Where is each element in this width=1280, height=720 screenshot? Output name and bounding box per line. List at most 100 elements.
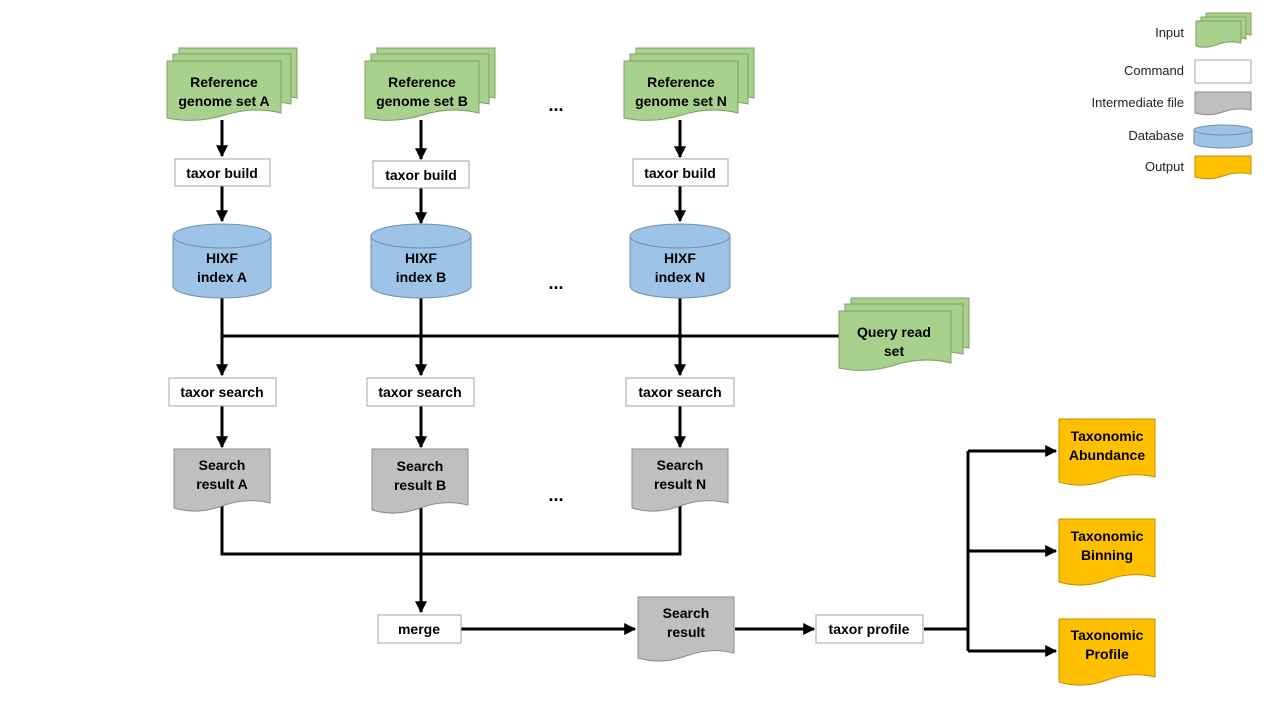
legend-item-input: Input bbox=[1155, 12, 1252, 48]
legend-swatch-command bbox=[1194, 59, 1252, 84]
node-label-line1: Search bbox=[199, 457, 246, 473]
node-label-line1: Reference bbox=[647, 74, 715, 90]
legend-label: Input bbox=[1155, 25, 1184, 40]
document-shape bbox=[1058, 418, 1156, 486]
node-label-line2: result A bbox=[196, 476, 248, 492]
node-label-line2: genome set N bbox=[635, 93, 727, 109]
database-hixf-index-n: HIXF index N bbox=[629, 223, 731, 299]
input-reference-genome-set-b: Reference genome set B bbox=[364, 47, 496, 121]
input-stack-front bbox=[623, 60, 739, 121]
node-label-line2: index N bbox=[655, 269, 706, 285]
command-label: taxor build bbox=[186, 165, 258, 181]
legend-item-output: Output bbox=[1145, 155, 1252, 180]
node-label-line2: Profile bbox=[1085, 646, 1129, 662]
command-taxor-search-b: taxor search bbox=[366, 377, 475, 407]
input-query-read-set: Query read set bbox=[838, 297, 970, 371]
node-label-line1: HIXF bbox=[206, 250, 238, 266]
command-box bbox=[174, 158, 271, 187]
edge-results-merge-bus bbox=[220, 505, 682, 556]
ellipsis-results: ... bbox=[548, 485, 563, 505]
node-label-line2: index B bbox=[396, 269, 447, 285]
intermediate-search-result-merged: Search result bbox=[637, 596, 735, 662]
node-label-line2: result N bbox=[654, 476, 706, 492]
command-box bbox=[168, 377, 277, 407]
intermediate-search-result-a: Search result A bbox=[173, 448, 271, 512]
node-label-line2: genome set A bbox=[178, 93, 269, 109]
command-taxor-build-n: taxor build bbox=[632, 158, 729, 187]
command-taxor-profile: taxor profile bbox=[815, 614, 924, 644]
input-stack-front bbox=[838, 310, 952, 371]
database-hixf-index-b: HIXF index B bbox=[370, 223, 472, 299]
command-box bbox=[366, 377, 475, 407]
cylinder-body bbox=[172, 236, 272, 299]
legend-label: Intermediate file bbox=[1092, 95, 1185, 110]
cylinder-top bbox=[370, 223, 472, 249]
intermediate-search-result-n: Search result N bbox=[631, 448, 729, 512]
output-taxonomic-abundance: Taxonomic Abundance bbox=[1058, 418, 1156, 486]
legend: Input Command Intermediate file Database… bbox=[1092, 12, 1253, 180]
intermediate-search-result-b: Search result B bbox=[371, 448, 469, 514]
input-stack-front bbox=[364, 60, 480, 121]
document-shape bbox=[631, 448, 729, 512]
node-label-line1: Search bbox=[397, 458, 444, 474]
node-label-line1: Taxonomic bbox=[1071, 627, 1144, 643]
node-label-line1: Search bbox=[663, 605, 710, 621]
ellipsis-references: ... bbox=[548, 95, 563, 115]
legend-swatch-intermediate bbox=[1194, 91, 1252, 116]
cylinder-body bbox=[370, 236, 472, 299]
legend-item-command: Command bbox=[1124, 59, 1252, 84]
swatch-front bbox=[1195, 20, 1242, 48]
command-taxor-build-a: taxor build bbox=[174, 158, 271, 187]
document-shape bbox=[637, 596, 735, 662]
node-label-line2: genome set B bbox=[376, 93, 468, 109]
legend-label: Output bbox=[1145, 159, 1184, 174]
node-label-line2: index A bbox=[197, 269, 247, 285]
document-shape bbox=[1058, 618, 1156, 686]
edge-profile-branch bbox=[924, 451, 970, 631]
command-taxor-build-b: taxor build bbox=[372, 160, 470, 189]
node-label-line1: Search bbox=[657, 457, 704, 473]
command-label: taxor search bbox=[180, 384, 263, 400]
legend-label: Database bbox=[1128, 128, 1184, 143]
legend-item-intermediate: Intermediate file bbox=[1092, 91, 1252, 116]
node-label-line2: Abundance bbox=[1069, 447, 1145, 463]
output-taxonomic-binning: Taxonomic Binning bbox=[1058, 518, 1156, 586]
legend-swatch-output bbox=[1194, 155, 1252, 180]
node-label-line1: HIXF bbox=[405, 250, 437, 266]
legend-item-database: Database bbox=[1128, 124, 1253, 149]
node-label-line1: Reference bbox=[190, 74, 258, 90]
edges bbox=[216, 120, 1058, 657]
legend-label: Command bbox=[1124, 63, 1184, 78]
ellipsis-indexes: ... bbox=[548, 273, 563, 293]
node-label-line1: Taxonomic bbox=[1071, 528, 1144, 544]
command-box bbox=[632, 158, 729, 187]
command-label: taxor search bbox=[638, 384, 721, 400]
command-box bbox=[377, 614, 462, 644]
command-label: taxor profile bbox=[829, 621, 910, 637]
node-label-line2: Binning bbox=[1081, 547, 1133, 563]
cylinder-top bbox=[629, 223, 731, 249]
command-merge: merge bbox=[377, 614, 462, 644]
node-label-line2: set bbox=[884, 343, 905, 359]
input-reference-genome-set-a: Reference genome set A bbox=[166, 47, 298, 121]
command-label: taxor build bbox=[644, 165, 716, 181]
command-box bbox=[815, 614, 924, 644]
input-reference-genome-set-n: Reference genome set N bbox=[623, 47, 755, 121]
legend-swatch-input bbox=[1195, 12, 1252, 48]
command-taxor-search-a: taxor search bbox=[168, 377, 277, 407]
node-label-line1: HIXF bbox=[664, 250, 696, 266]
node-label-line2: result B bbox=[394, 477, 446, 493]
node-label-line1: Query read bbox=[857, 324, 931, 340]
command-label: taxor build bbox=[385, 167, 457, 183]
document-shape bbox=[173, 448, 271, 512]
command-label: merge bbox=[398, 621, 440, 637]
output-taxonomic-profile: Taxonomic Profile bbox=[1058, 618, 1156, 686]
document-shape bbox=[1058, 518, 1156, 586]
input-stack-front bbox=[166, 60, 282, 121]
node-label-line1: Taxonomic bbox=[1071, 428, 1144, 444]
command-box bbox=[372, 160, 470, 189]
database-hixf-index-a: HIXF index A bbox=[172, 223, 272, 299]
node-label-line1: Reference bbox=[388, 74, 456, 90]
node-label-line2: result bbox=[667, 624, 705, 640]
